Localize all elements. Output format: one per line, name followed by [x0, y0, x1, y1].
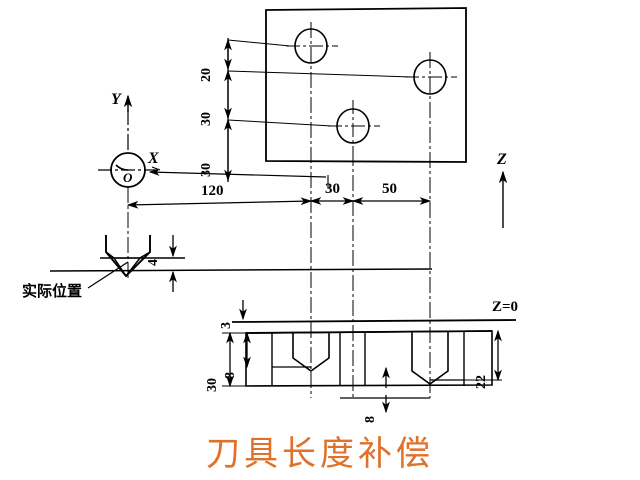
dim-section-bottom-8: 8 — [363, 416, 378, 423]
hole-right — [405, 59, 457, 95]
tool-reference-lines — [49, 257, 433, 272]
actual-position-leader — [87, 261, 129, 289]
dim-horizontal-30: 30 — [325, 181, 340, 197]
z-axis-label: Z — [497, 151, 507, 168]
vertical-centerlines — [310, 22, 431, 398]
dim-horizontal-120: 120 — [201, 183, 224, 199]
dimension-8-bottom — [340, 366, 430, 414]
dim-vertical-20: 20 — [199, 68, 214, 82]
page-title: 刀具长度补偿 — [206, 434, 434, 474]
dim-section-3: 3 — [219, 322, 234, 329]
y-axis-label: Y — [111, 91, 121, 108]
dim-tool-offset-4: 4 — [146, 259, 161, 266]
hole-center — [328, 100, 380, 152]
z-zero-label: Z=0 — [492, 299, 519, 315]
plate-outline — [265, 7, 467, 163]
actual-position-label: 实际位置 — [22, 282, 83, 300]
x-axis-label: X — [148, 150, 159, 167]
section-outline — [231, 319, 517, 387]
plan-extension-lines — [227, 39, 413, 127]
dim-section-8: 8 — [223, 372, 238, 379]
dim-vertical-30-lower: 30 — [199, 163, 214, 177]
dim-section-22: 22 — [474, 375, 489, 389]
dim-vertical-30-upper: 30 — [199, 112, 214, 126]
dimension-22 — [464, 329, 502, 382]
dim-horizontal-50: 50 — [382, 181, 397, 197]
horizontal-dimension-chain — [126, 168, 432, 209]
section-left-dimensions — [222, 331, 252, 388]
origin-label: O — [123, 170, 133, 185]
dim-section-30: 30 — [205, 378, 220, 392]
hole-top-left — [286, 28, 338, 64]
